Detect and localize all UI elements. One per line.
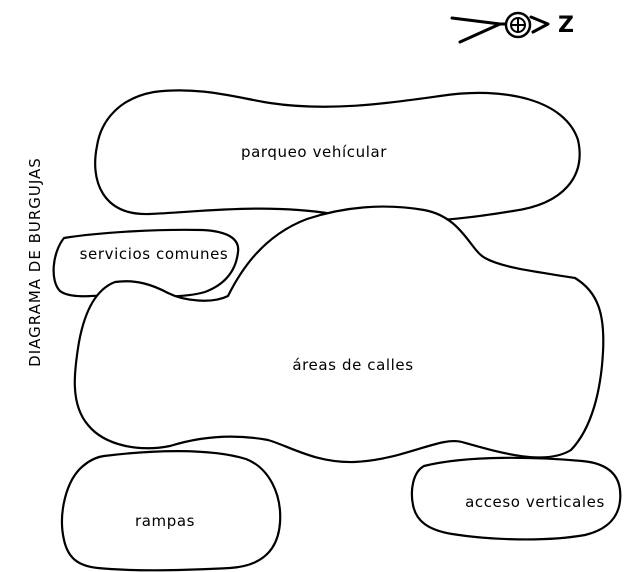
bubble-label-parqueo: parqueo vehícular xyxy=(241,143,387,161)
bubble-areas-de-calles: áreas de calles xyxy=(73,205,605,464)
bubble-label-acceso: acceso verticales xyxy=(465,493,605,511)
bubble-parqueo-vehicular: parqueo vehícular xyxy=(94,89,581,223)
north-label: Z xyxy=(558,13,574,38)
bubble-acceso-verticales: acceso verticales xyxy=(410,456,622,541)
diagram-title: DIAGRAMA DE BURGUJAS xyxy=(26,157,44,367)
north-arrow-icon: Z xyxy=(450,11,574,44)
bubble-label-calles: áreas de calles xyxy=(292,356,413,374)
bubble-rampas: rampas xyxy=(60,450,282,572)
bubble-label-rampas: rampas xyxy=(135,512,195,530)
bubble-label-servicios: servicios comunes xyxy=(80,245,229,263)
bubble-servicios-comunes: servicios comunes xyxy=(52,228,240,298)
